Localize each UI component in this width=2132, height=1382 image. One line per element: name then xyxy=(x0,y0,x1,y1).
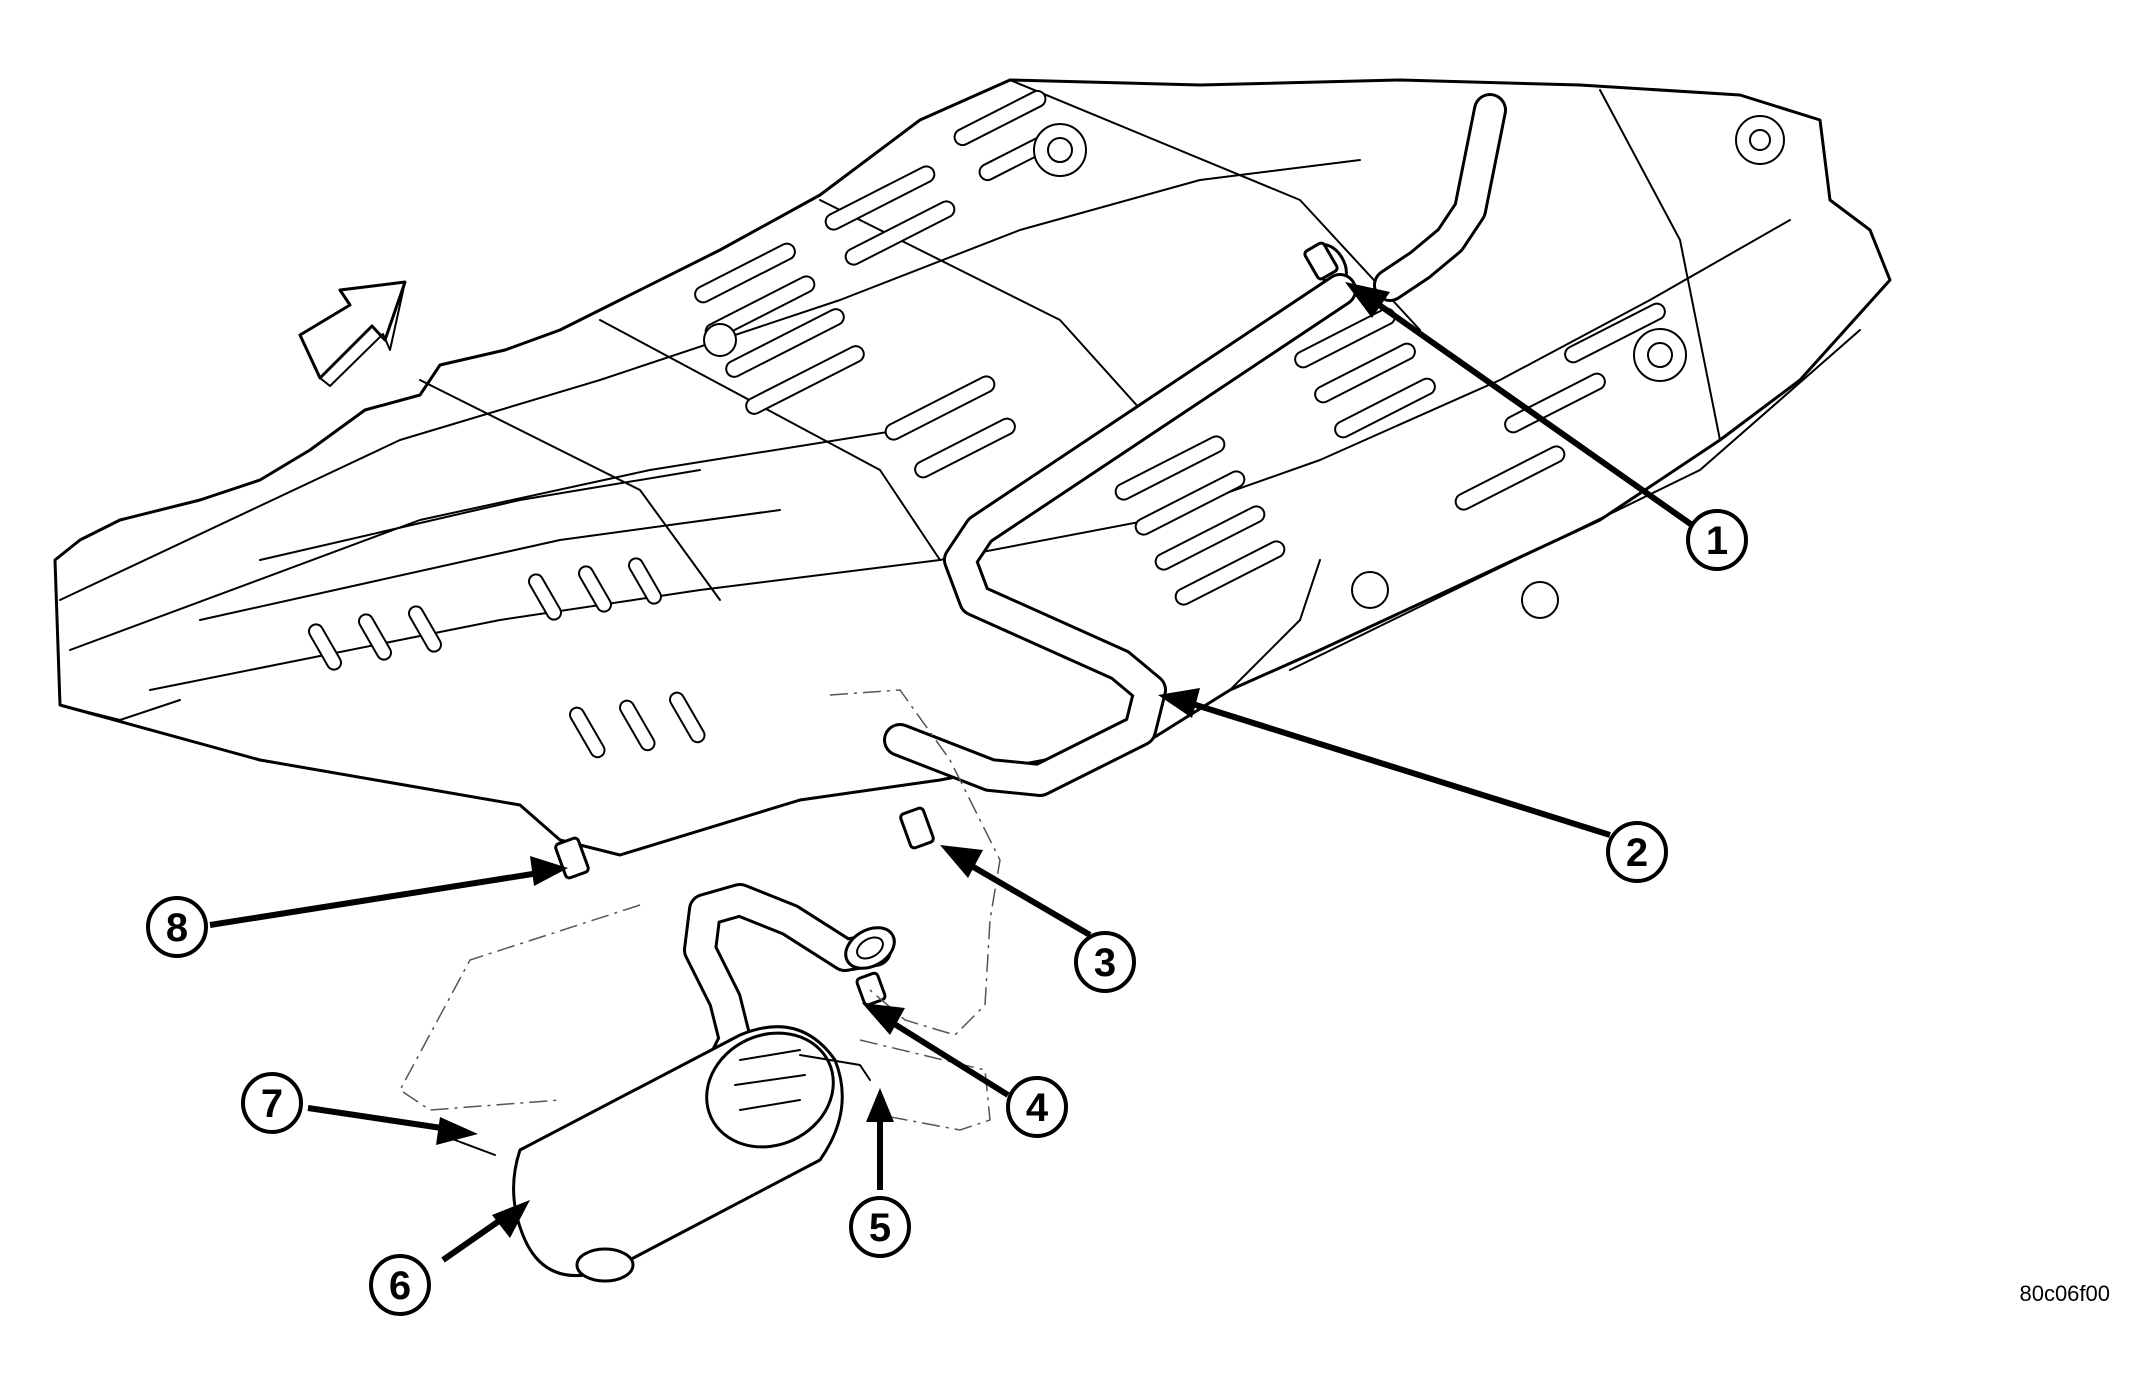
figure-id-label: 80c06f00 xyxy=(2019,1281,2110,1306)
arrowhead-1 xyxy=(1345,282,1390,318)
arrowhead-3 xyxy=(940,845,983,878)
callout-2: 2 xyxy=(1606,821,1668,883)
leader-line-2 xyxy=(1179,697,1611,838)
leader-line-4 xyxy=(878,1012,1010,1098)
arrowhead-8 xyxy=(530,856,568,886)
leader-line-7 xyxy=(307,1105,456,1133)
callout-7-number: 7 xyxy=(261,1082,283,1126)
callout-4-number: 4 xyxy=(1026,1086,1049,1130)
arrowhead-2 xyxy=(1158,688,1200,718)
callout-8: 8 xyxy=(146,896,208,958)
callout-3-number: 3 xyxy=(1094,941,1116,985)
callout-5: 5 xyxy=(849,1196,911,1258)
callout-3: 3 xyxy=(1074,931,1136,993)
arrowhead-4 xyxy=(862,1003,905,1035)
callout-1-number: 1 xyxy=(1706,519,1728,563)
heat-shield-phantom-outline xyxy=(399,689,1001,1131)
arrowhead-7 xyxy=(436,1117,478,1145)
callout-4: 4 xyxy=(1006,1076,1068,1138)
callout-6-number: 6 xyxy=(389,1264,411,1308)
arrowhead-6 xyxy=(492,1200,530,1238)
callout-8-number: 8 xyxy=(166,906,188,950)
exhaust-system xyxy=(439,93,1507,1283)
leader-line-8 xyxy=(209,869,546,928)
callout-6: 6 xyxy=(369,1254,431,1316)
callout-2-number: 2 xyxy=(1626,831,1648,875)
arrowhead-5 xyxy=(866,1088,894,1122)
leader-line-3 xyxy=(956,855,1092,938)
leader-lines xyxy=(209,282,1694,1263)
callout-7: 7 xyxy=(241,1072,303,1134)
leader-line-1 xyxy=(1363,292,1694,528)
callout-5-number: 5 xyxy=(869,1206,891,1250)
front-direction-arrow-icon xyxy=(298,280,407,387)
callout-1: 1 xyxy=(1686,509,1748,571)
